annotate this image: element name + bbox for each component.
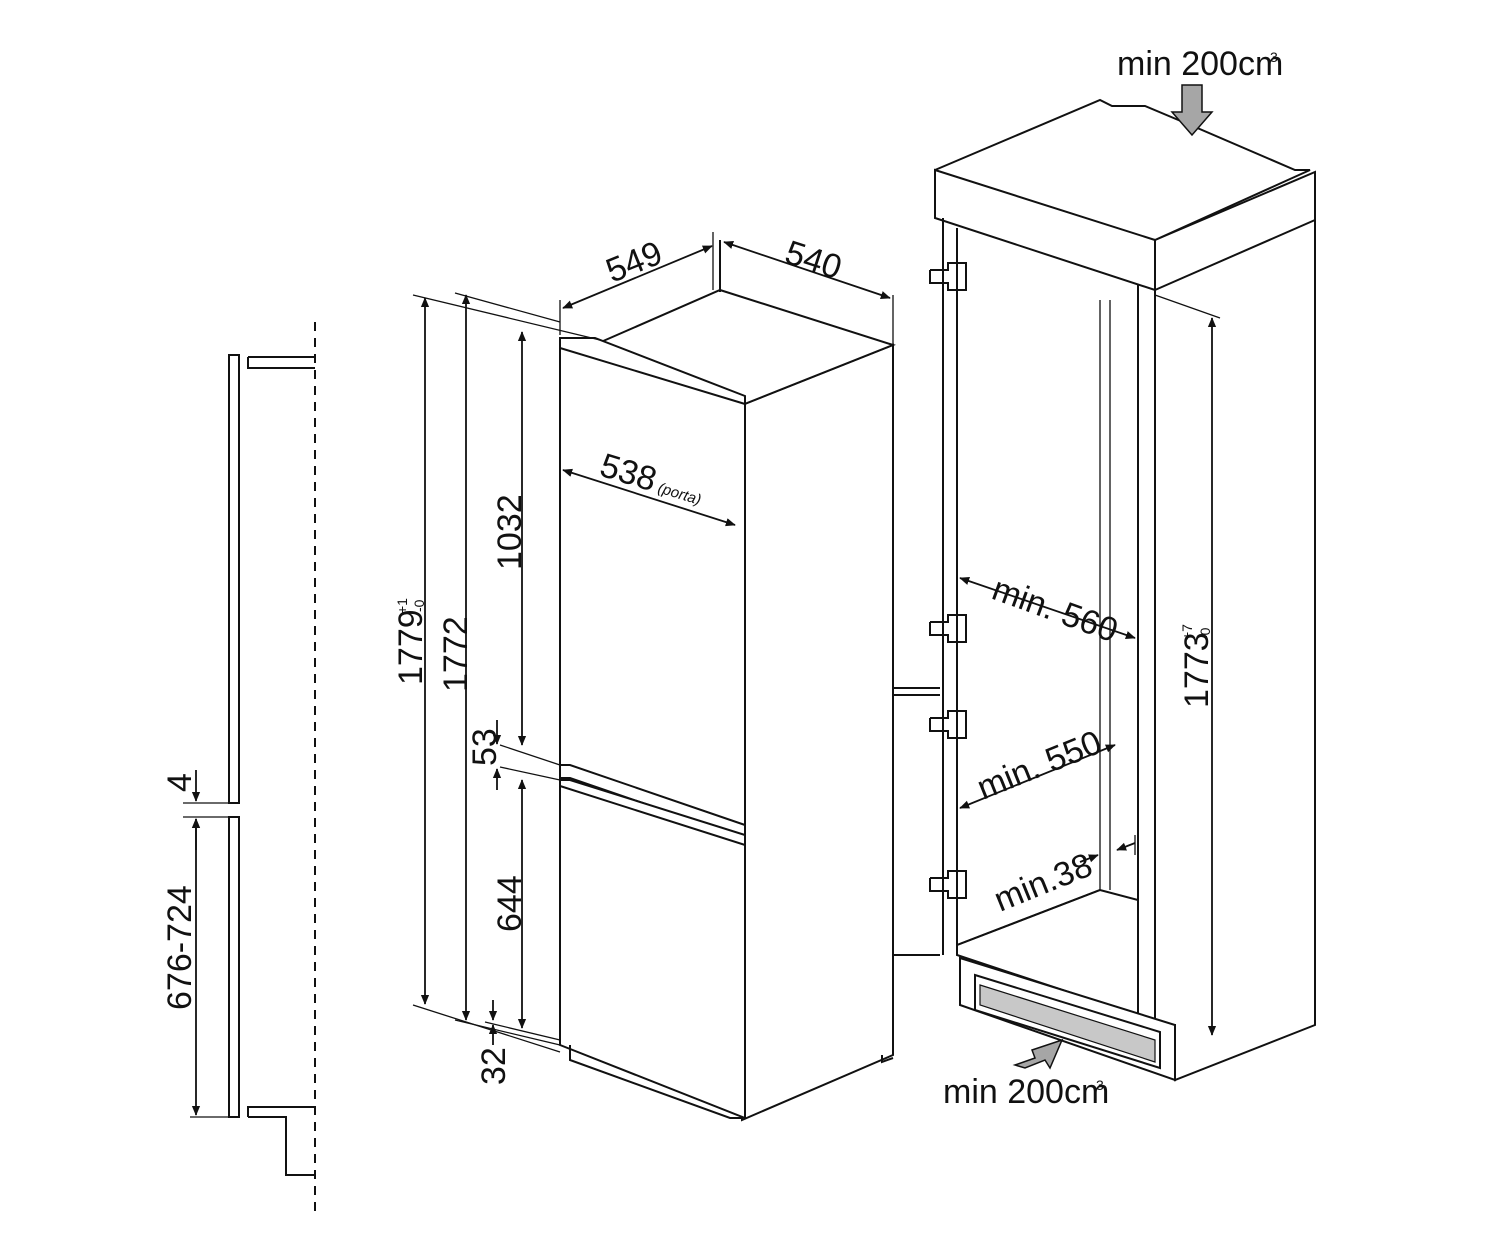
door-width-arrow — [562, 468, 736, 527]
niche-height-tol-minus: -0 — [411, 599, 427, 612]
ext-bottom-1779 — [412, 1004, 561, 1053]
min-depth-arrow — [959, 577, 1136, 639]
niche-height-tol-plus: +1 — [394, 598, 410, 614]
vent-top-arrow-icon — [1170, 84, 1214, 137]
ext-bottom-door — [484, 1021, 561, 1041]
lower-door-panel — [228, 816, 240, 1118]
top-profile-inner — [247, 357, 315, 369]
ext-1773-top — [1154, 294, 1221, 319]
vent-bottom-sup: 3 — [1096, 1077, 1104, 1093]
hinge-3 — [929, 710, 967, 739]
top-band-inner — [1154, 219, 1316, 291]
niche-1773-tol-plus: +7 — [1179, 624, 1195, 640]
appliance-side — [741, 343, 894, 1122]
vent-bottom-arrow-icon — [1012, 1038, 1064, 1070]
min-side-arrow-left — [1079, 854, 1099, 863]
vent-top-sup: 3 — [1270, 49, 1278, 65]
min-depth-label: min. 560 — [987, 570, 1123, 650]
ext-bottom-1772 — [454, 1019, 561, 1046]
vent-grille — [979, 984, 1156, 1063]
ext-top-1772 — [454, 292, 561, 323]
vent-top-label: min 200cm — [1117, 45, 1283, 83]
freezer-door-top-edge — [559, 779, 746, 847]
min-side-arrow-right — [1116, 842, 1136, 851]
floor-back-edge — [956, 889, 1101, 946]
width-540-label: 540 — [781, 233, 847, 287]
min-width-label: min. 550 — [972, 723, 1107, 807]
fridge-door — [559, 343, 746, 835]
hinge-2 — [929, 614, 967, 643]
upper-door-panel — [228, 354, 240, 804]
min-width-arrow — [959, 744, 1116, 809]
niche-view — [893, 84, 1316, 1082]
appliance-view — [412, 232, 896, 1122]
hinge-4 — [929, 870, 967, 899]
bottom-offset-label: 32 — [475, 1047, 513, 1085]
side-section-detail — [183, 322, 316, 1215]
depth-549-label: 549 — [601, 234, 668, 290]
plinth-profile — [248, 1116, 315, 1176]
ext-gap-top — [499, 744, 561, 766]
ext-gap-bottom — [499, 766, 561, 781]
bottom-profile — [247, 1106, 315, 1117]
freezer-door-height-label: 644 — [491, 875, 529, 932]
base-foot — [881, 1055, 894, 1064]
appliance-height-label: 1772 — [437, 616, 475, 692]
vent-bottom-label: min 200cm — [943, 1073, 1109, 1111]
niche-height-label: 1779 — [392, 609, 430, 685]
base-front — [569, 1045, 742, 1119]
niche-1773-label: 1773 — [1178, 632, 1216, 708]
niche-1773-tol-minus: -0 — [1197, 627, 1213, 640]
door-gap-label: 53 — [466, 728, 504, 766]
fridge-door-height-label: 1032 — [491, 494, 529, 570]
depth-arrow — [562, 245, 713, 309]
hinge-1 — [929, 262, 967, 291]
ext-top-1779 — [412, 294, 601, 341]
panel-range-label: 676-724 — [161, 885, 199, 1010]
width-arrow — [723, 240, 891, 300]
panel-gap-label: 4 — [161, 773, 199, 792]
